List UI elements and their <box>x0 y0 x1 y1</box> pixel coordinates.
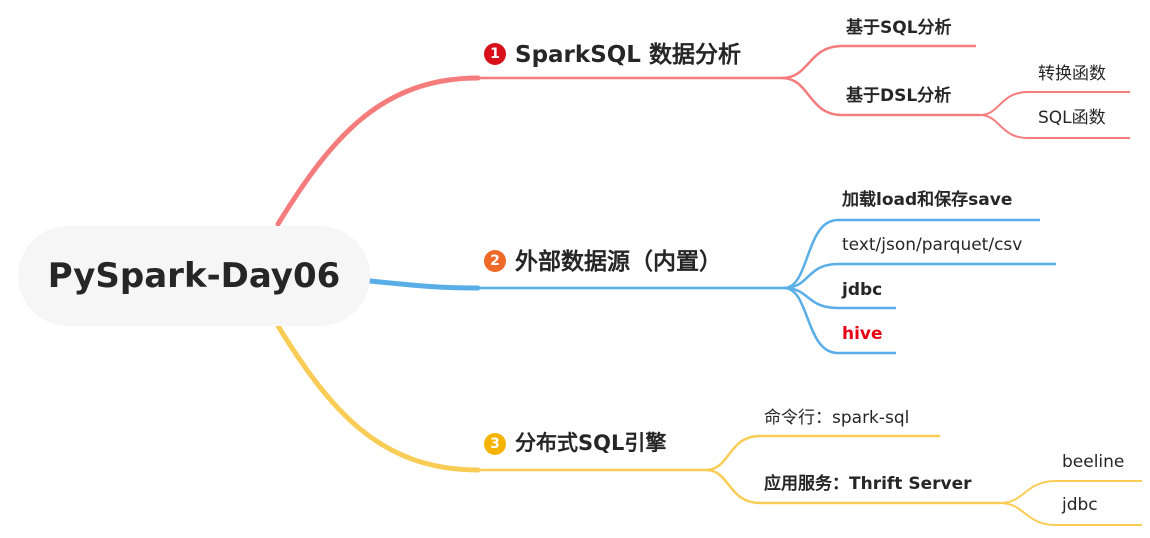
dsl-child-transform[interactable]: 转换函数 <box>1038 64 1106 84</box>
badge-1-icon: 1 <box>484 43 506 65</box>
connector-branch2-c1 <box>783 218 839 290</box>
root-title: PySpark-Day06 <box>47 256 341 296</box>
branch1-child-dsl[interactable]: 基于DSL分析 <box>846 86 952 106</box>
badge-3-icon: 3 <box>484 433 506 455</box>
connector-thrift-beeline <box>999 480 1057 504</box>
thrift-child-beeline[interactable]: beeline <box>1062 452 1125 472</box>
branch2-child-load-save[interactable]: 加载load和保存save <box>842 190 1013 210</box>
root-node[interactable]: PySpark-Day06 <box>18 226 370 326</box>
connector-root-branch2 <box>367 278 481 291</box>
branch2-child-jdbc[interactable]: jdbc <box>842 280 883 300</box>
connector-branch1-dsl <box>781 76 843 117</box>
connector-branch2-c4 <box>783 286 839 355</box>
badge-2-icon: 2 <box>484 250 506 272</box>
branch3-label[interactable]: 分布式SQL引擎 <box>515 431 667 455</box>
connector-root-branch1 <box>275 75 481 227</box>
branch1-child-sql[interactable]: 基于SQL分析 <box>846 18 952 38</box>
connector-thrift-jdbc <box>999 502 1057 526</box>
branch2-child-formats[interactable]: text/json/parquet/csv <box>842 235 1023 255</box>
branch3-child-thrift[interactable]: 应用服务：Thrift Server <box>764 474 972 494</box>
connector-dsl-func <box>979 91 1029 116</box>
connector-root-branch3 <box>275 323 481 473</box>
connector-branch3-cli <box>705 434 761 472</box>
branch1-label[interactable]: SparkSQL 数据分析 <box>515 42 741 68</box>
branch3-child-cli[interactable]: 命令行：spark-sql <box>764 408 910 428</box>
thrift-child-jdbc[interactable]: jdbc <box>1062 495 1098 515</box>
connector-branch3-thrift <box>705 468 761 505</box>
connector-dsl-sqlfunc <box>979 114 1029 139</box>
connector-branch1-sql <box>781 44 843 80</box>
branch2-child-hive[interactable]: hive <box>842 324 883 344</box>
dsl-child-sqlfunc[interactable]: SQL函数 <box>1038 108 1106 128</box>
branch2-label[interactable]: 外部数据源（内置） <box>515 249 722 275</box>
